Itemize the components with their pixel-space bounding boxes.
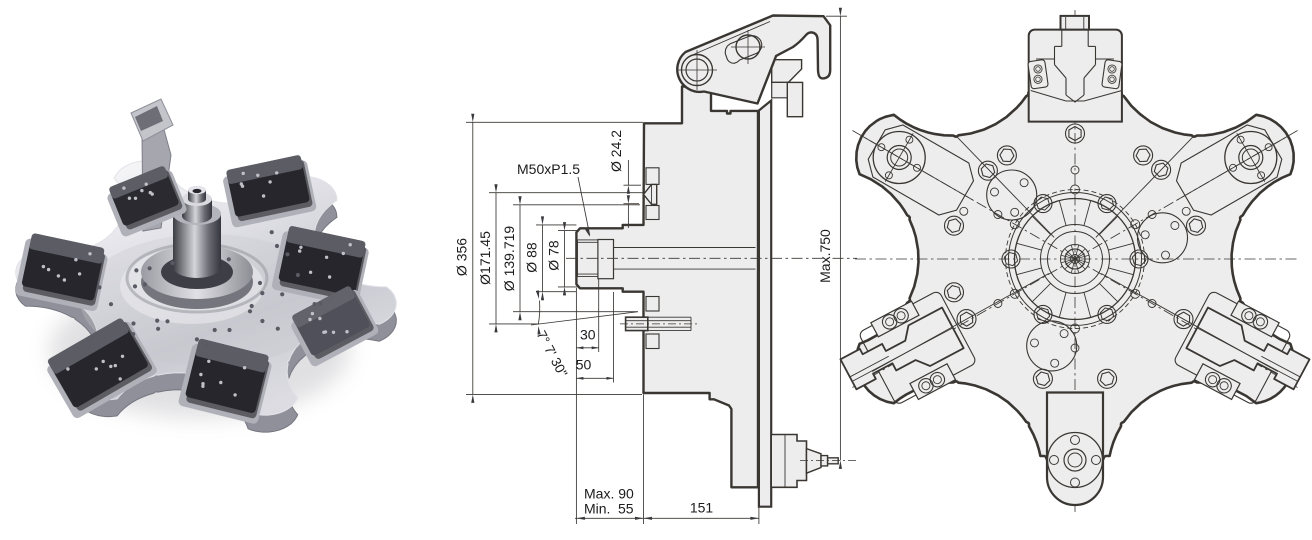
- svg-text:Ø 356: Ø 356: [454, 238, 470, 276]
- svg-text:50: 50: [576, 357, 592, 373]
- svg-text:Ø171.45: Ø171.45: [477, 231, 493, 285]
- svg-text:Min.: Min.: [584, 501, 610, 517]
- svg-text:Ø 88: Ø 88: [524, 242, 540, 273]
- svg-text:151: 151: [690, 500, 714, 516]
- svg-text:Max.750: Max.750: [817, 229, 833, 283]
- svg-text:Ø 139.719: Ø 139.719: [501, 226, 517, 292]
- svg-text:Max. 90: Max. 90: [584, 486, 634, 502]
- svg-text:7° 7' 30": 7° 7' 30": [534, 328, 571, 380]
- svg-text:55: 55: [618, 501, 634, 517]
- svg-text:M50xP1.5: M50xP1.5: [517, 161, 580, 177]
- svg-text:Ø 78: Ø 78: [546, 240, 562, 271]
- svg-text:30: 30: [580, 327, 596, 343]
- svg-text:Ø 24.2: Ø 24.2: [608, 130, 624, 172]
